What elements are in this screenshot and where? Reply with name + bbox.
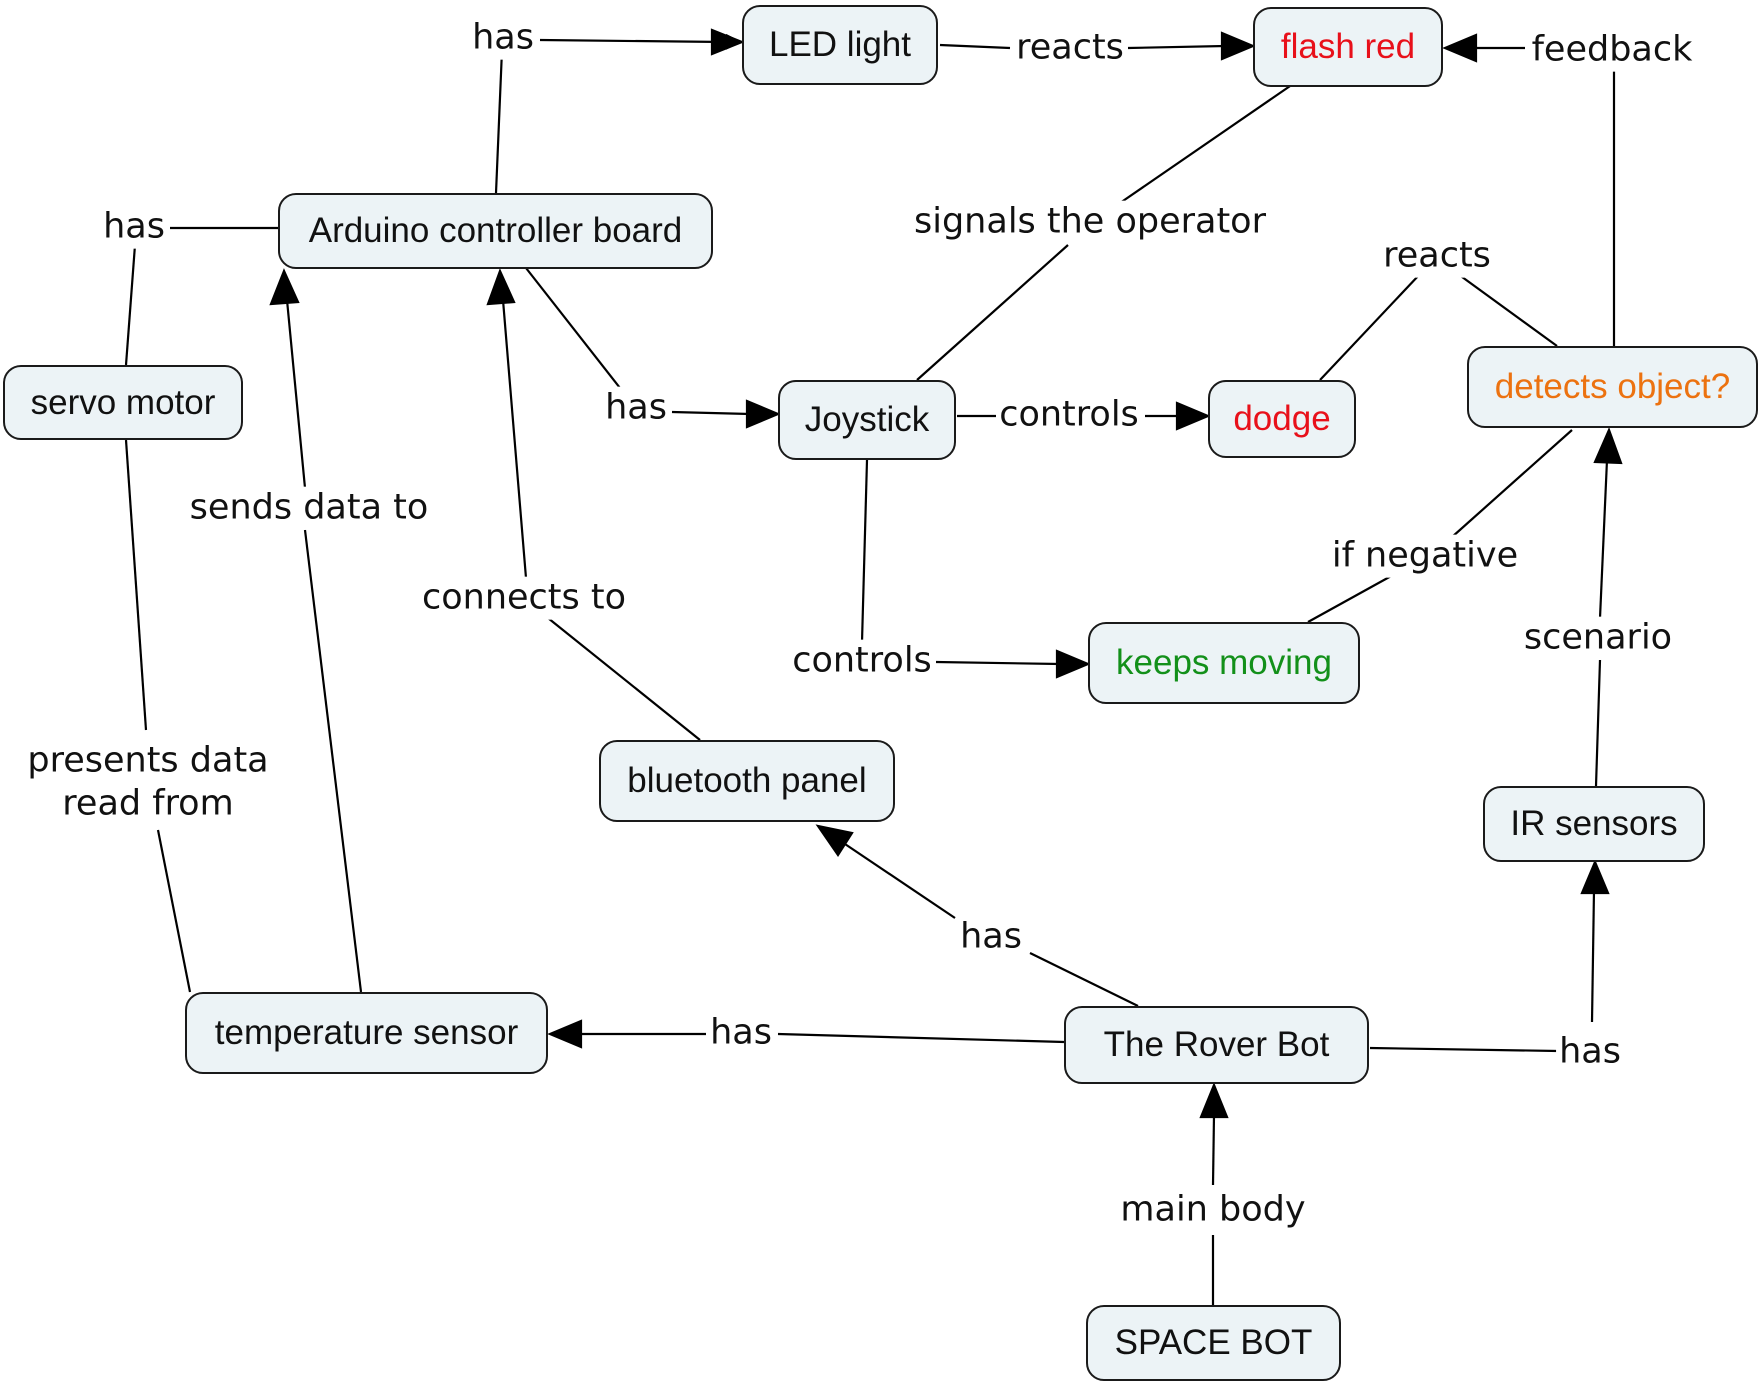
node-flash-red-label: flash red <box>1280 27 1416 66</box>
link-label-rover-has-bluetooth: has <box>957 915 1025 959</box>
edge-ir-scenario <box>1594 659 1602 787</box>
edge-presents-temp <box>156 829 192 993</box>
edge-joystick-controls2 <box>860 459 869 643</box>
edge-ifneg-moving <box>1307 574 1394 623</box>
node-the-rover-bot[interactable]: The Rover Bot <box>1064 1006 1369 1084</box>
edge-rover-has-ir <box>1369 1046 1559 1053</box>
node-ir-sensors[interactable]: IR sensors <box>1483 786 1705 862</box>
arrowhead-joystick <box>745 399 781 429</box>
edge-signals-flash <box>1119 83 1294 204</box>
node-bluetooth-panel-label: bluetooth panel <box>627 761 867 800</box>
link-label-connects-to: connects to <box>418 576 630 620</box>
node-arduino-controller-board[interactable]: Arduino controller board <box>278 193 713 269</box>
edge-rover-has-temp <box>777 1032 1065 1044</box>
arrowhead-rover <box>1199 1082 1229 1119</box>
edge-has-ir <box>1590 889 1596 1023</box>
link-label-joystick-controls-dodge: controls <box>996 393 1142 437</box>
node-arduino-label: Arduino controller board <box>308 211 683 250</box>
edge-has-bt <box>841 841 956 919</box>
edge-rover-has-bt <box>1029 952 1139 1007</box>
edge-servo-presents <box>124 439 148 731</box>
arrowhead-led <box>710 28 745 56</box>
edge-controls2-moving <box>935 660 1061 666</box>
node-flash-red[interactable]: flash red <box>1253 7 1443 87</box>
link-label-arduino-has-servo: has <box>100 205 168 249</box>
link-label-if-negative: if negative <box>1328 534 1522 578</box>
arrowhead-ir <box>1580 859 1610 895</box>
arrowhead-arduino-left <box>269 268 300 306</box>
node-detects-object[interactable]: detects object? <box>1467 346 1758 428</box>
edge-has-joystick <box>671 410 751 416</box>
edge-arduino-has <box>494 49 504 194</box>
edge-arduino-has2 <box>525 267 621 389</box>
node-dodge-label: dodge <box>1233 399 1331 438</box>
edge-sends-arduino <box>285 299 307 489</box>
link-label-rover-has-temperature: has <box>707 1011 775 1055</box>
edge-has-led-line <box>539 38 726 44</box>
edge-reacts-flash <box>1127 44 1226 50</box>
node-space-bot-label: SPACE BOT <box>1114 1323 1313 1362</box>
node-joystick-label: Joystick <box>804 400 930 439</box>
node-ir-sensors-label: IR sensors <box>1510 804 1678 843</box>
node-joystick[interactable]: Joystick <box>778 380 956 460</box>
node-temperature-sensor[interactable]: temperature sensor <box>185 992 548 1074</box>
edge-temp-sends <box>303 529 363 993</box>
edge-led-reacts <box>939 43 1011 50</box>
edge-detects-ifneg <box>1451 429 1573 538</box>
edge-servo-has <box>124 244 137 366</box>
arrowhead-temperature <box>547 1019 583 1049</box>
arrowhead-arduino-mid <box>486 268 516 306</box>
arrowhead-feedback <box>1442 33 1478 63</box>
edge-joystick-signals <box>916 244 1069 381</box>
edge-bluetooth-connects <box>547 617 701 741</box>
edge-scenario-detects <box>1598 459 1609 619</box>
link-label-arduino-has-led: has <box>469 16 537 60</box>
node-keeps-moving[interactable]: keeps moving <box>1088 622 1360 704</box>
link-label-detects-reacts: reacts <box>1380 234 1494 278</box>
link-label-led-reacts: reacts <box>1013 26 1127 70</box>
arrowhead-dodge <box>1175 401 1211 431</box>
node-keeps-moving-label: keeps moving <box>1116 643 1332 682</box>
link-label-presents-data: presents data read from <box>24 739 272 825</box>
edge-detects-reacts <box>1457 273 1558 347</box>
link-label-signals-operator: signals the operator <box>911 200 1269 244</box>
edge-connects-arduino <box>501 299 528 579</box>
node-space-bot[interactable]: SPACE BOT <box>1086 1305 1341 1381</box>
link-label-sends-data-to: sends data to <box>186 486 432 530</box>
link-label-rover-has-ir: has <box>1556 1030 1624 1074</box>
edge-main-rover <box>1211 1114 1216 1186</box>
link-label-feedback: feedback <box>1528 28 1696 72</box>
arrowhead-flash <box>1220 31 1256 61</box>
link-label-main-body: main body <box>1117 1188 1309 1232</box>
node-detects-object-label: detects object? <box>1494 367 1731 406</box>
node-led-light-label: LED light <box>768 25 912 64</box>
link-label-joystick-controls-moving: controls <box>789 639 935 683</box>
node-temperature-sensor-label: temperature sensor <box>214 1013 519 1052</box>
node-bluetooth-panel[interactable]: bluetooth panel <box>599 740 895 822</box>
edge-reacts-dodge <box>1319 273 1421 381</box>
arrowhead-detects <box>1593 427 1623 465</box>
link-label-arduino-has-joystick: has <box>602 386 670 430</box>
node-dodge[interactable]: dodge <box>1208 380 1356 458</box>
node-servo-motor[interactable]: servo motor <box>3 365 243 440</box>
node-led-light[interactable]: LED light <box>742 5 938 85</box>
arrowhead-moving <box>1055 649 1091 679</box>
arrowhead-bluetooth <box>815 824 854 857</box>
node-rover-bot-label: The Rover Bot <box>1103 1025 1330 1064</box>
node-servo-motor-label: servo motor <box>30 382 216 422</box>
link-label-scenario: scenario <box>1520 616 1676 660</box>
